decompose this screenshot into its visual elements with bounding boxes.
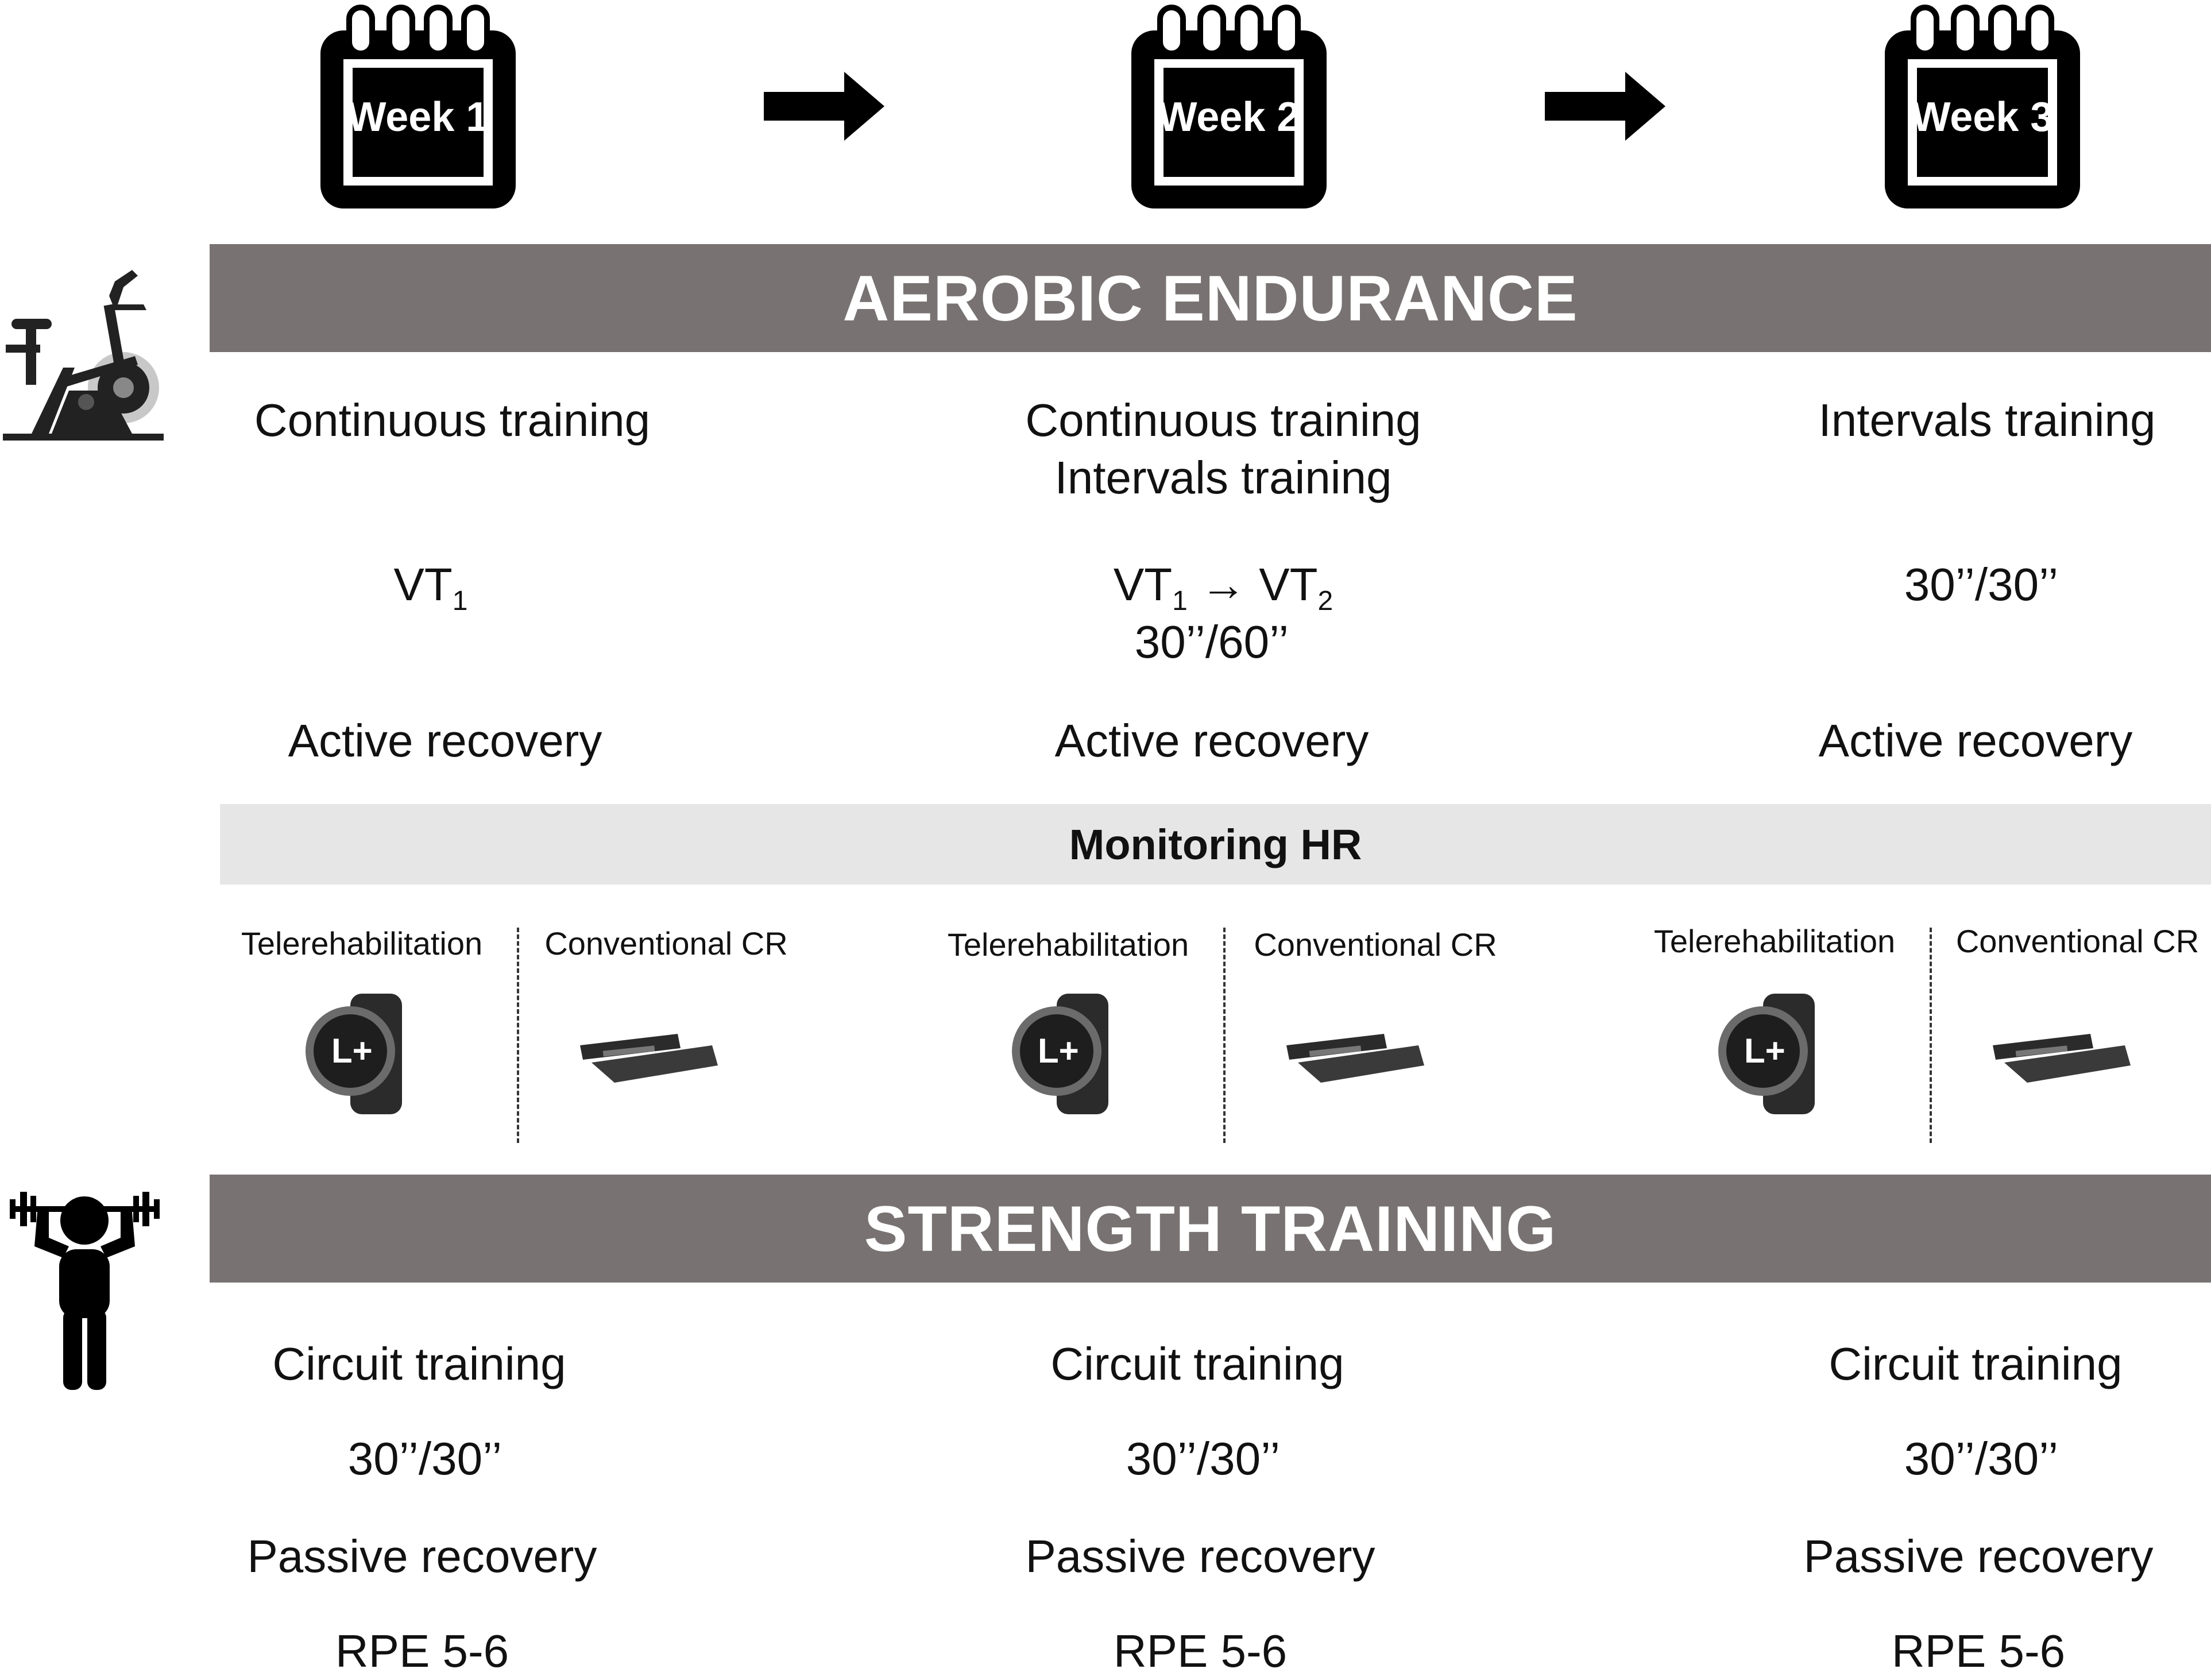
telerehabilitation-label: Telerehabilitation xyxy=(947,926,1189,963)
telerehabilitation-label: Telerehabilitation xyxy=(241,925,483,961)
strength-training-title: STRENGTH TRAINING xyxy=(864,1192,1557,1265)
week-1-strength-type: Circuit training xyxy=(272,1338,566,1389)
week-3-strength-intervals: 30’’/30’’ xyxy=(1904,1433,2059,1484)
conventional-cr-label: Conventional CR xyxy=(544,925,788,961)
week-2-strength-rpe: RPE 5-6 xyxy=(1113,1625,1288,1677)
week-1-aerobic-type: Continuous training xyxy=(254,395,651,446)
week-1-aerobic-intensity: VT1 xyxy=(393,559,468,616)
week-1-strength-rpe: RPE 5-6 xyxy=(335,1625,509,1677)
week-1-label: Week 1 xyxy=(347,94,489,140)
calendar-week-2: Week 2 xyxy=(1126,5,1332,211)
weightlifter-icon xyxy=(9,1177,161,1393)
week-2-aerobic-recovery: Active recovery xyxy=(1054,715,1369,766)
week-2-aerobic-intervals: 30’’/60’’ xyxy=(1134,616,1289,667)
calendar-icon xyxy=(320,5,516,208)
right-arrow-icon xyxy=(1545,72,1665,141)
calendar-week-1: Week 1 xyxy=(315,5,521,211)
divider xyxy=(517,928,519,1143)
conventional-cr-label: Conventional CR xyxy=(1254,926,1497,963)
week-2-strength-type: Circuit training xyxy=(1050,1338,1344,1389)
smartwatch-icon: L+ xyxy=(296,988,422,1120)
smartwatch-icon: L+ xyxy=(1002,988,1128,1120)
monitoring-hr-banner: Monitoring HR xyxy=(220,804,2211,885)
week-2-aerobic-type-line1: Continuous training xyxy=(1025,395,1421,446)
telerehabilitation-label: Telerehabilitation xyxy=(1653,923,1896,959)
week-3-strength-type: Circuit training xyxy=(1829,1338,2123,1389)
aerobic-endurance-title: AEROBIC ENDURANCE xyxy=(842,262,1578,334)
week-1-strength-intervals: 30’’/30’’ xyxy=(347,1433,502,1484)
week-2-label: Week 2 xyxy=(1158,94,1300,140)
aerobic-endurance-banner: AEROBIC ENDURANCE xyxy=(210,244,2211,352)
chest-strap-icon xyxy=(580,1022,718,1086)
smartwatch-icon: L+ xyxy=(1708,988,1835,1120)
week-3-aerobic-recovery: Active recovery xyxy=(1818,715,2133,766)
svg-text:L+: L+ xyxy=(1038,1032,1079,1070)
week-1-strength-recovery: Passive recovery xyxy=(247,1531,597,1582)
strength-training-banner: STRENGTH TRAINING xyxy=(210,1175,2211,1283)
exercise-bike-icon xyxy=(0,270,167,442)
week-3-label: Week 3 xyxy=(1911,94,2054,140)
week-3-strength-rpe: RPE 5-6 xyxy=(1891,1625,2066,1677)
calendar-icon xyxy=(1885,5,2080,208)
week-1-aerobic-recovery: Active recovery xyxy=(288,715,602,766)
chest-strap-icon xyxy=(1286,1022,1424,1086)
monitoring-hr-title: Monitoring HR xyxy=(1069,820,1362,868)
svg-text:L+: L+ xyxy=(331,1032,373,1070)
svg-text:L+: L+ xyxy=(1744,1032,1785,1070)
week-3-aerobic-intervals: 30’’/30’’ xyxy=(1904,559,2059,610)
week-2-aerobic-type-line2: Intervals training xyxy=(1054,452,1392,503)
conventional-cr-label: Conventional CR xyxy=(1955,923,2200,959)
divider xyxy=(1223,928,1226,1143)
right-arrow-icon xyxy=(764,72,884,141)
week-2-strength-intervals: 30’’/30’’ xyxy=(1126,1433,1281,1484)
week-3-aerobic-type: Intervals training xyxy=(1818,395,2156,446)
calendar-week-3: Week 3 xyxy=(1879,5,2086,211)
week-2-strength-recovery: Passive recovery xyxy=(1025,1531,1375,1582)
week-3-strength-recovery: Passive recovery xyxy=(1803,1531,2154,1582)
week-2-aerobic-intensity: VT1 → VT2 xyxy=(1113,559,1333,616)
divider xyxy=(1930,928,1932,1143)
calendar-icon xyxy=(1131,5,1327,208)
chest-strap-icon xyxy=(1993,1022,2131,1086)
